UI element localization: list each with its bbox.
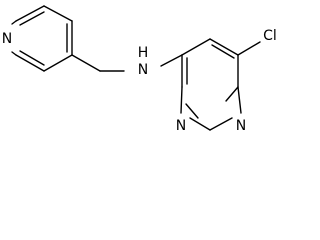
chlorine-label: Cl: [263, 28, 277, 44]
pyrimidine-nitrogen-1-label: N: [236, 118, 246, 134]
pyridine-nitrogen-label: N: [2, 31, 12, 47]
pyrimidine-ring: [181, 38, 239, 119]
pyrimidine-nitrogen-3-label: N: [176, 118, 186, 134]
amine-bond: [160, 54, 183, 67]
pyrimidine-bottom-bonds: [180, 86, 242, 131]
chemical-structure-diagram: N N H N N Cl: [0, 5, 277, 134]
chlorine-bond: [237, 41, 261, 56]
amine-hydrogen-label: H: [138, 45, 149, 61]
amine-nitrogen-label: N: [138, 62, 148, 78]
pyridine-ring: [11, 5, 73, 72]
methylene-linker: [71, 54, 125, 72]
